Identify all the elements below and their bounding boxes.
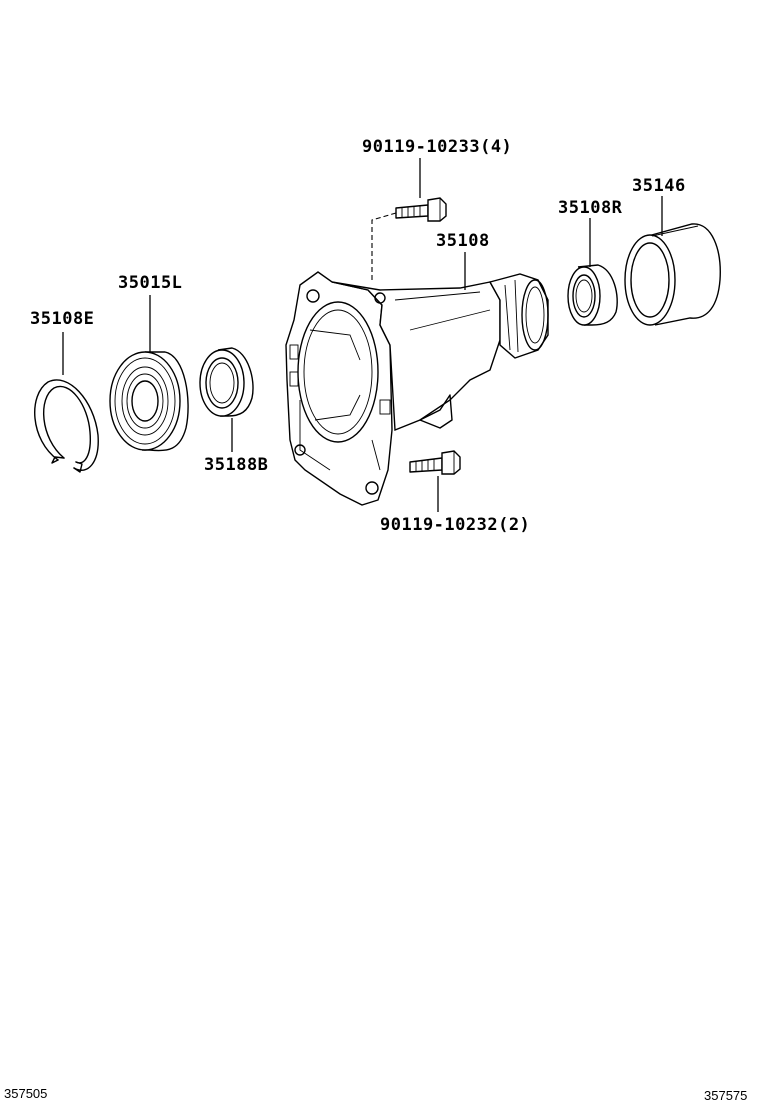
label-90119-10233: 90119-10233(4) — [362, 137, 512, 157]
snap-ring-35108e — [34, 379, 99, 473]
oil-seal-35188b — [199, 347, 254, 417]
rear-seal-35108r — [567, 264, 618, 326]
footer-code-right: 357575 — [704, 1088, 747, 1103]
bearing-35015l — [109, 351, 189, 452]
label-35015l: 35015L — [118, 273, 182, 293]
label-35108e: 35108E — [30, 309, 94, 329]
label-35108r: 35108R — [558, 198, 623, 218]
label-35108: 35108 — [436, 231, 490, 251]
extension-housing-35108 — [285, 271, 549, 506]
guide-line-top-bolt — [371, 212, 397, 282]
dust-cover-35146 — [624, 223, 721, 326]
bolt-bottom-90119-10232 — [409, 450, 461, 475]
bolt-top-90119-10233 — [395, 197, 447, 222]
footer-code-left: 357505 — [4, 1086, 47, 1101]
label-35188b: 35188B — [204, 455, 268, 475]
label-35146: 35146 — [632, 176, 686, 196]
label-90119-10232: 90119-10232(2) — [380, 515, 530, 535]
